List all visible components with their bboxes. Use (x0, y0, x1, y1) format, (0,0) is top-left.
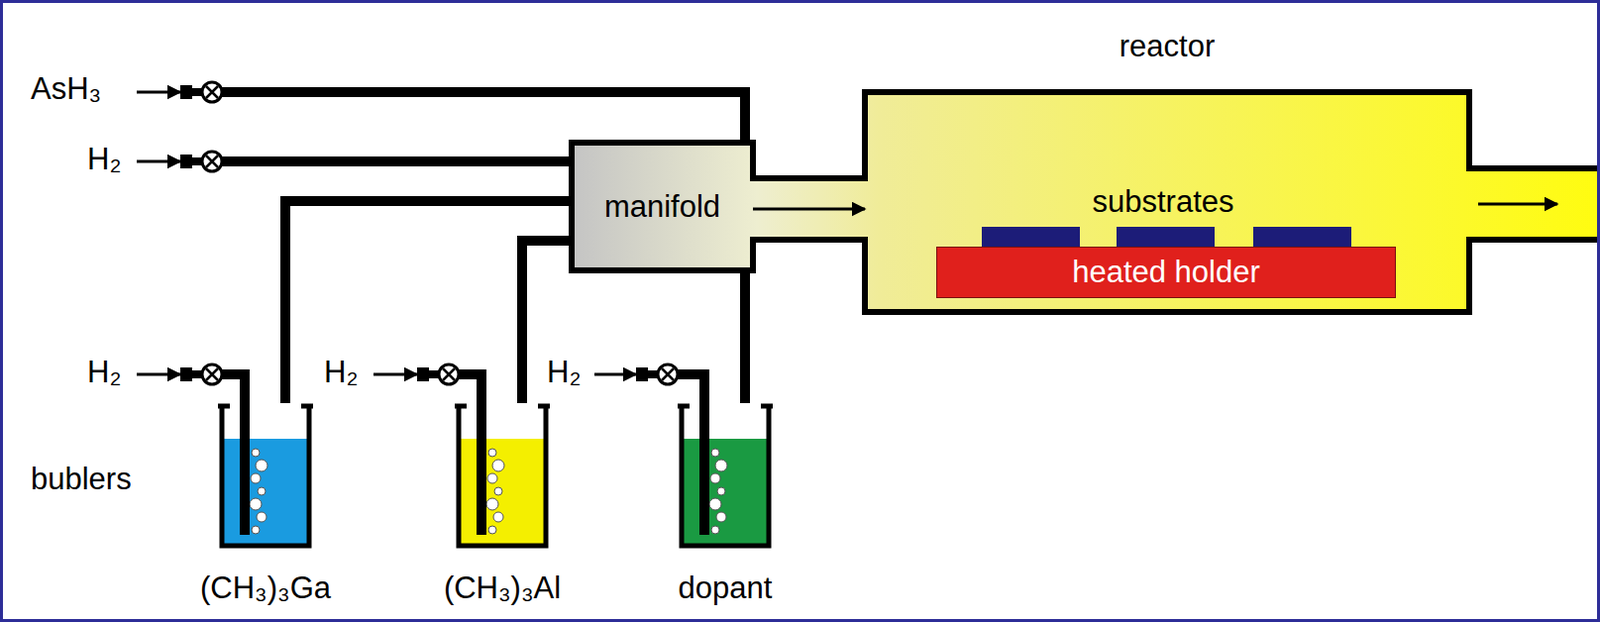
gas-bubble (715, 459, 728, 472)
exhaust-arrow (1478, 203, 1558, 207)
gas-bubble (716, 512, 727, 523)
valve-fitting (180, 154, 193, 169)
valve-fitting (180, 85, 193, 100)
gas-bubble (711, 526, 720, 534)
valve-symbol (661, 368, 674, 381)
gas-label: H₂ (87, 141, 121, 178)
gas-bubble (250, 473, 261, 484)
substrate-wafer (1116, 226, 1215, 247)
node-label: manifold (604, 189, 721, 225)
substrate-wafer (1253, 226, 1352, 247)
precursor-liquid (221, 438, 310, 546)
inlet-arrow (136, 91, 181, 95)
gas-label: H₂ (87, 354, 121, 391)
precursor-liquid (458, 438, 546, 546)
node-label: (CH₃)₃Al (393, 570, 612, 607)
part-label: substrates (1091, 184, 1234, 220)
gas-bubble (494, 487, 503, 496)
gas-bubble (488, 448, 497, 457)
bubbler-vessel (454, 404, 550, 546)
gas-line (221, 374, 245, 535)
inlet-arrow (373, 373, 418, 377)
inlet-arrow (594, 373, 637, 377)
substrate-wafer (981, 226, 1080, 247)
gas-bubble (492, 459, 505, 472)
valve-fitting (636, 367, 648, 382)
reactor-vessel-outline (571, 92, 1600, 313)
gas-label: H₂ (323, 354, 358, 391)
gas-bubble (486, 498, 499, 511)
gas-bubble (709, 498, 722, 511)
node-label: (CH₃)₃Ga (156, 570, 375, 607)
gas-line (221, 156, 572, 167)
gas-bubble (251, 448, 260, 457)
gas-bubble (249, 498, 262, 511)
bubbler: (CH₃)₃Ga (156, 403, 375, 607)
group-label: bublers (30, 461, 132, 498)
gas-line (458, 374, 482, 535)
precursor-liquid (681, 438, 769, 546)
gas-bubble (488, 526, 497, 534)
valve-symbol (206, 155, 218, 168)
valve-symbol (206, 368, 218, 381)
valve-symbol (206, 86, 218, 99)
gas-bubble (717, 487, 726, 496)
gas-bubble (256, 512, 267, 523)
gas-bubble (255, 459, 268, 472)
bubbler: (CH₃)₃Al (393, 403, 612, 607)
valve-fitting (417, 367, 429, 382)
bubbler-vessel (217, 404, 314, 546)
node-label: reactor (864, 28, 1470, 65)
flow-arrow (752, 208, 865, 212)
precursor-line (740, 270, 750, 404)
bubbler: dopant (616, 403, 835, 607)
gas-bubble (251, 526, 260, 534)
gas-bubble (487, 473, 498, 484)
precursor-line (285, 201, 572, 404)
gas-line (221, 92, 746, 143)
node-label: dopant (616, 570, 835, 607)
valve-symbol (202, 364, 222, 385)
gas-bubble (493, 512, 504, 523)
valve-symbol (202, 82, 222, 103)
valve-symbol (657, 364, 678, 385)
valve-fitting (180, 367, 193, 382)
gas-line (677, 374, 705, 535)
node-label: heated holder (1071, 254, 1261, 291)
manifold-box: manifold (571, 142, 753, 271)
valve-symbol (442, 368, 455, 381)
heated-holder: heated holder (936, 246, 1396, 299)
gas-bubble (257, 487, 266, 496)
gas-label: AsH₃ (30, 71, 102, 107)
inlet-arrow (136, 160, 181, 164)
gas-bubble (711, 448, 720, 457)
gas-bubble (710, 473, 721, 484)
valve-symbol (438, 364, 459, 385)
valve-symbol (202, 151, 222, 172)
gas-label: H₂ (546, 354, 581, 391)
bubbler-vessel (677, 404, 773, 546)
inlet-arrow (136, 373, 181, 377)
